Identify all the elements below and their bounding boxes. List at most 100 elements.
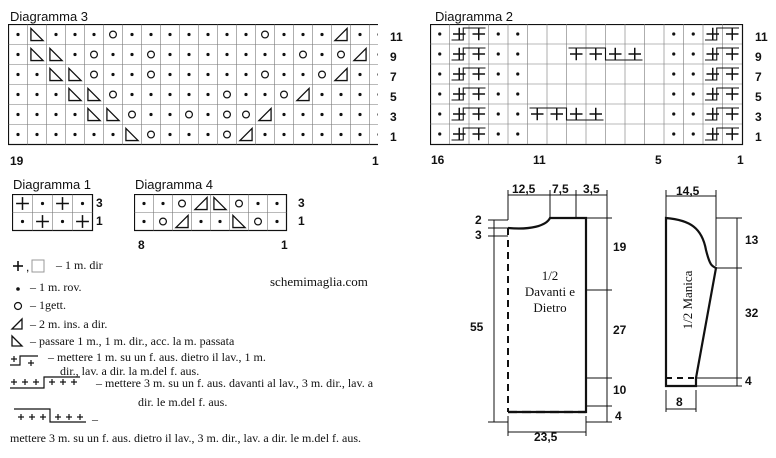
cross-3-back-icon: [14, 408, 86, 423]
purl-dot-icon: [672, 112, 676, 116]
purl-dot-icon: [225, 52, 229, 57]
purl-dot-icon: [206, 112, 210, 117]
purl-dot-icon: [263, 92, 267, 97]
knit-plus-icon: [76, 215, 89, 228]
purl-dot-icon: [111, 132, 115, 137]
purl-dot-icon: [111, 72, 115, 77]
body-top-dim-2: 7,5: [552, 182, 569, 196]
k2tog-icon: [333, 66, 348, 82]
k2tog-icon: [174, 213, 189, 229]
diagram3-row-label-11: 11: [390, 30, 403, 44]
purl-dot-icon: [54, 132, 58, 137]
purl-dot-icon: [16, 72, 20, 77]
diagram4-grid: [134, 194, 288, 232]
diagram3-title: Diagramma 3: [10, 9, 89, 24]
purl-dot-icon: [358, 132, 362, 137]
purl-dot-icon: [516, 132, 520, 136]
diagram4-row-label-3: 3: [298, 196, 305, 210]
purl-dot-icon: [168, 132, 172, 137]
skp-icon: [87, 106, 102, 122]
knit-plus-icon: [472, 127, 485, 141]
sleeve-right-dim-13: 13: [745, 233, 759, 247]
cable-bar-icon: [451, 27, 486, 41]
purl-dot-icon: [187, 92, 191, 97]
yo-circle-icon: [261, 30, 270, 39]
purl-dot-icon: [206, 72, 210, 77]
knit-plus-icon: [726, 47, 739, 61]
sleeve-right-dim-4: 4: [745, 374, 752, 388]
knit-plus-icon: [726, 27, 739, 41]
purl-dot-icon: [339, 92, 343, 97]
purl-dot-icon: [244, 52, 248, 57]
diagram2-col-1: 1: [737, 153, 744, 167]
k2tog-icon: [333, 26, 348, 42]
body-right-dim-4: 4: [615, 409, 622, 423]
purl-dot-icon: [691, 132, 695, 136]
purl-dot-icon: [496, 92, 500, 96]
cable-bar-icon: [451, 127, 486, 141]
purl-dot-icon: [168, 32, 172, 37]
purl-dot-icon: [438, 52, 442, 56]
skp-icon: [232, 213, 247, 229]
purl-dot-icon: [92, 132, 96, 137]
purl-dot-icon: [16, 92, 20, 97]
body-schematic: [488, 190, 612, 436]
knit-plus-icon: [472, 27, 485, 41]
skp-icon: [30, 26, 45, 42]
diagram1-title: Diagramma 1: [13, 177, 92, 192]
diagram2-row-label-7: 7: [755, 70, 762, 84]
purl-dot-icon: [672, 132, 676, 136]
purl-dot-icon: [282, 112, 286, 117]
purl-dot-icon: [244, 92, 248, 97]
purl-dot-icon: [438, 132, 442, 136]
purl-dot-icon: [263, 52, 267, 57]
body-right-dim-19: 19: [613, 240, 627, 254]
purl-dot-icon: [16, 287, 20, 291]
purl-dot-icon: [496, 112, 500, 116]
diagram2-title: Diagramma 2: [435, 9, 514, 24]
legend-cross1-line1: – mettere 1 m. su un f. aus. dietro il l…: [48, 350, 266, 364]
skp-icon: [49, 66, 64, 82]
diagram3-row-label-9: 9: [390, 50, 397, 64]
purl-dot-icon: [691, 72, 695, 76]
purl-dot-icon: [377, 73, 378, 76]
purl-dot-icon: [54, 112, 58, 117]
knit-plus-icon: [570, 47, 583, 61]
diagram4-col-8: 8: [138, 238, 145, 252]
diagram4-col-1: 1: [281, 238, 288, 252]
purl-dot-icon: [496, 132, 500, 136]
purl-dot-icon: [282, 72, 286, 77]
purl-dot-icon: [20, 219, 25, 224]
skp-icon: [30, 46, 45, 62]
purl-dot-icon: [130, 32, 134, 37]
yo-circle-icon: [108, 90, 117, 99]
purl-dot-icon: [218, 219, 222, 224]
yo-circle-icon: [299, 50, 308, 59]
purl-dot-icon: [301, 72, 305, 77]
purl-dot-icon: [187, 52, 191, 57]
yo-circle-icon: [13, 301, 23, 311]
purl-dot-icon: [225, 72, 229, 77]
yo-circle-icon: [108, 30, 117, 39]
purl-dot-icon: [161, 201, 165, 206]
knit-plus-icon: [472, 107, 485, 121]
purl-dot-icon: [130, 72, 134, 77]
purl-dot-icon: [339, 112, 343, 117]
knit-plus-icon: [36, 215, 49, 228]
body-bottom-dim: 23,5: [534, 430, 558, 444]
purl-dot-icon: [142, 201, 146, 206]
purl-dot-icon: [149, 92, 153, 97]
k2tog-icon: [257, 106, 272, 122]
purl-dot-icon: [256, 201, 260, 206]
purl-dot-icon: [111, 52, 115, 57]
yo-circle-icon: [185, 110, 194, 119]
knit-plus-icon: [13, 261, 23, 271]
purl-dot-icon: [168, 112, 172, 117]
yo-circle-icon: [127, 110, 136, 119]
purl-dot-icon: [358, 112, 362, 117]
diagram3-grid: [8, 24, 378, 146]
k2tog-icon: [238, 126, 253, 142]
skp-icon: [68, 86, 83, 102]
purl-dot-icon: [16, 112, 20, 117]
skp-icon: [106, 106, 121, 122]
